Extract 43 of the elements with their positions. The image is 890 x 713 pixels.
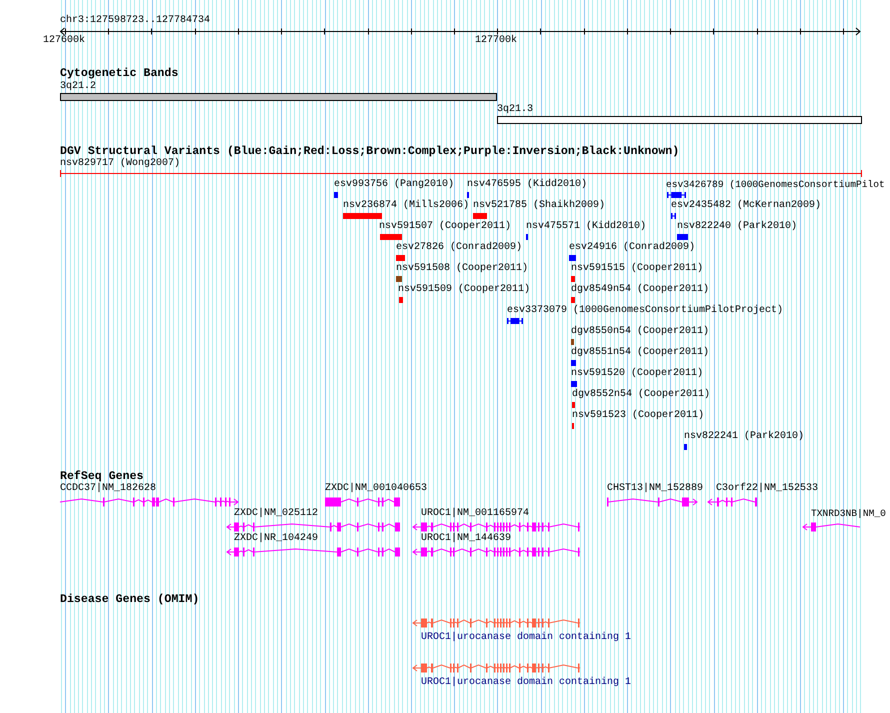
variant-label: esv27826 (Conrad2009)	[396, 242, 522, 253]
variant-label: nsv236874 (Mills2006)	[343, 200, 470, 211]
variant-label: nsv591515 (Cooper2011)	[571, 263, 704, 274]
variant-label: dgv8550n54 (Cooper2011)	[571, 326, 710, 337]
track-title: RefSeq Genes	[60, 470, 144, 483]
variant-label: nsv591507 (Cooper2011)	[379, 221, 512, 232]
gene-label: CHST13|NM_152889	[607, 483, 704, 494]
gene-label: C3orf22|NM_152533	[716, 483, 818, 494]
variant-label: nsv591523 (Cooper2011)	[572, 410, 704, 421]
variant-label: esv3373079 (1000GenomesConsortiumPilotProject)	[507, 305, 784, 316]
gene-label: TXNRD3NB|NM_0	[811, 508, 886, 519]
disease-gene-label: UROC1|urocanase domain containing 1	[421, 632, 632, 643]
variant-label: esv24916 (Conrad2009)	[569, 242, 696, 253]
variant-label: esv2435482 (McKernan2009)	[671, 200, 822, 211]
variant-label: nsv591509 (Cooper2011)	[398, 284, 530, 295]
variant-label: nsv475571 (Kidd2010)	[526, 221, 646, 232]
band-label: 3q21.2	[60, 81, 96, 92]
variant-label: nsv521785 (Shaikh2009)	[473, 200, 606, 211]
gene-label: ZXDC|NM_001040653	[325, 483, 428, 494]
band-label: 3q21.3	[497, 104, 534, 115]
gene-label: ZXDC|NR_104249	[234, 533, 318, 544]
position-label: chr3:127598723..127784734	[60, 15, 210, 26]
scale-tick-label: 127600k	[43, 35, 85, 46]
disease-gene-label: UROC1|urocanase domain containing 1	[421, 677, 632, 688]
variant-label: dgv8551n54 (Cooper2011)	[571, 347, 710, 358]
variant-label: nsv476595 (Kidd2010)	[467, 179, 588, 190]
variant-label: esv993756 (Pang2010)	[334, 179, 454, 190]
track-title: DGV Structural Variants (Blue:Gain;Red:Loss;Brown:Complex;Purple:Inversion;Black:Unknown)	[60, 145, 680, 158]
variant-label: dgv8552n54 (Cooper2011)	[572, 389, 710, 400]
gene-label: UROC1|NM_001165974	[421, 508, 530, 519]
variant-label: esv3426789 (1000GenomesConsortiumPilot	[666, 179, 885, 190]
gene-label: ZXDC|NM_025112	[234, 508, 318, 519]
gene-label: UROC1|NM_144639	[421, 533, 512, 544]
scale-tick-label: 127700k	[475, 35, 517, 46]
variant-label: nsv829717 (Wong2007)	[60, 158, 180, 169]
variant-label: dgv8549n54 (Cooper2011)	[571, 284, 710, 295]
track-title: Disease Genes (OMIM)	[60, 593, 200, 606]
track-title: Cytogenetic Bands	[60, 67, 178, 80]
variant-label: nsv591520 (Cooper2011)	[571, 368, 704, 379]
variant-label: nsv822241 (Park2010)	[684, 431, 804, 442]
variant-label: nsv822240 (Park2010)	[677, 221, 798, 232]
gene-label: CCDC37|NM_182628	[60, 483, 156, 494]
variant-label: nsv591508 (Cooper2011)	[396, 263, 528, 274]
